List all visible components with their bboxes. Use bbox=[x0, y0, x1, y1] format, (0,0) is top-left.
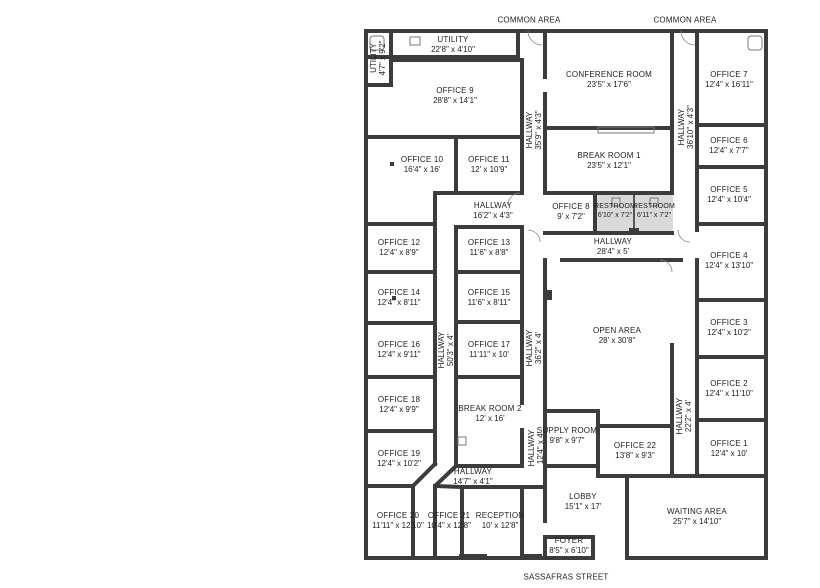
walls bbox=[364, 29, 768, 560]
street-label: SASSAFRAS STREET bbox=[523, 572, 609, 582]
common-area-label-right: COMMON AREA bbox=[653, 15, 717, 25]
common-area-label-left: COMMON AREA bbox=[497, 15, 561, 25]
door-markers bbox=[390, 162, 639, 560]
fixtures bbox=[369, 35, 763, 446]
door-swings bbox=[507, 30, 696, 273]
